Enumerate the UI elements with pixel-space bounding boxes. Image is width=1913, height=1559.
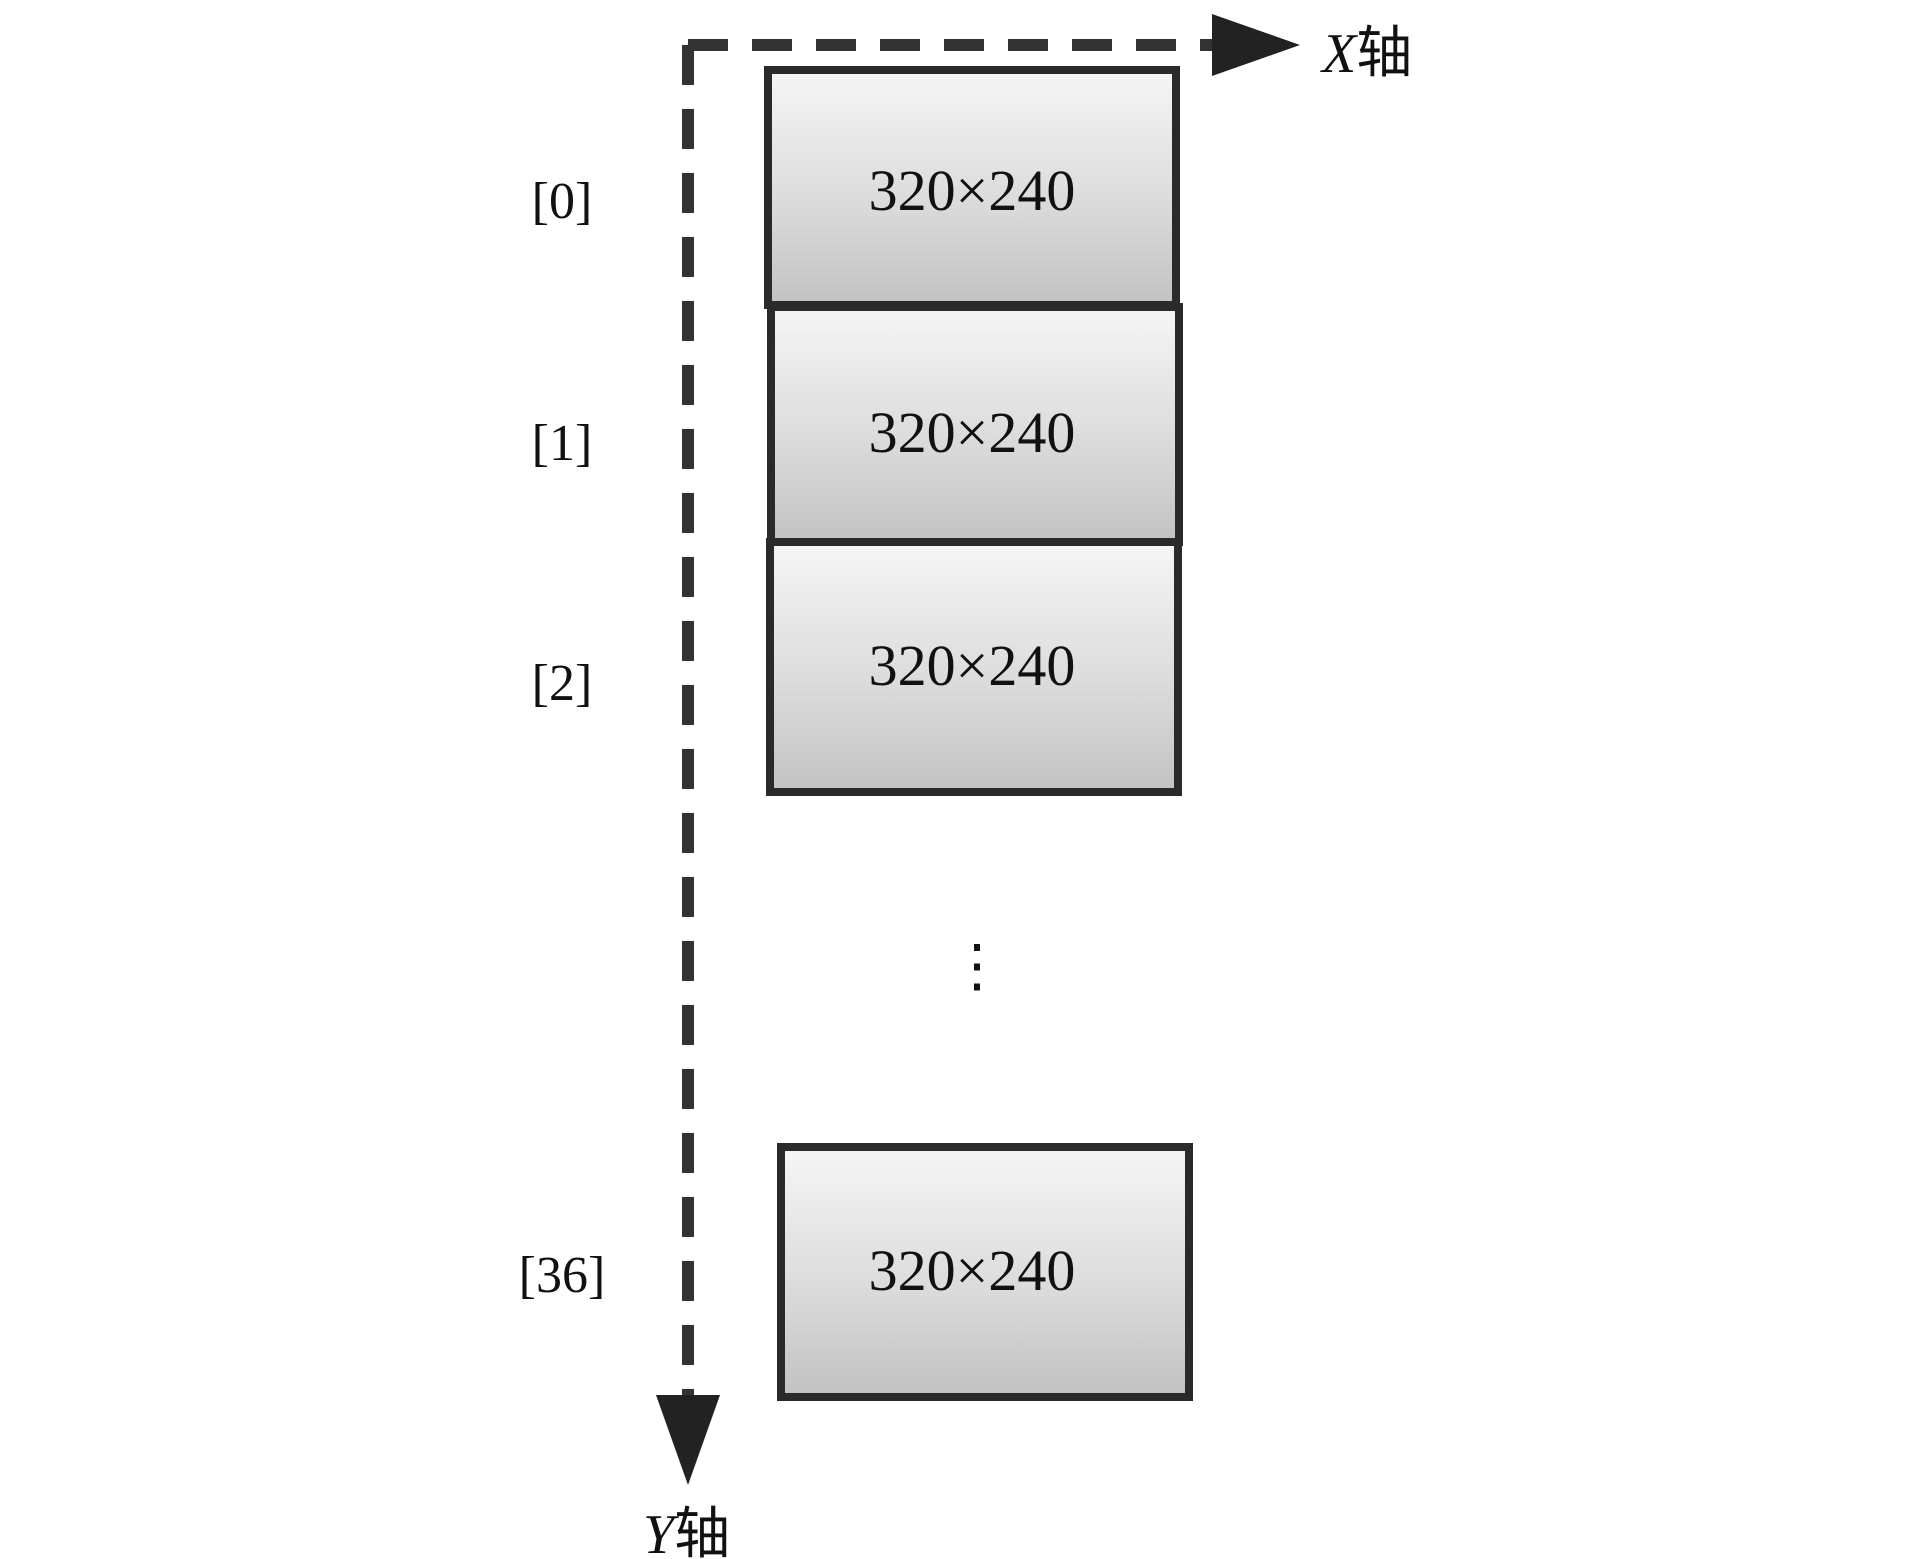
x-axis-label: X轴 [1320,23,1412,85]
frame-index-label-36: [36] [519,1247,606,1304]
frame-size-label-36: 320×240 [869,1238,1076,1303]
y-axis-arrowhead [656,1395,720,1485]
frame-size-label-2: 320×240 [869,633,1076,698]
frame-box-0 [764,66,1180,309]
frame-index-label-1: [1] [532,415,593,472]
y-axis-label: Y轴 [643,1504,730,1559]
frame-box-36 [777,1143,1193,1401]
frame-size-label-1: 320×240 [869,400,1076,465]
x-axis-arrowhead [1212,14,1300,76]
frame-index-label-2: [2] [532,655,593,712]
frame-index-label-0: [0] [532,173,593,230]
frame-box-2 [766,538,1182,796]
ellipsis: ⋮ [948,933,1006,998]
frame-size-label-0: 320×240 [869,158,1076,223]
